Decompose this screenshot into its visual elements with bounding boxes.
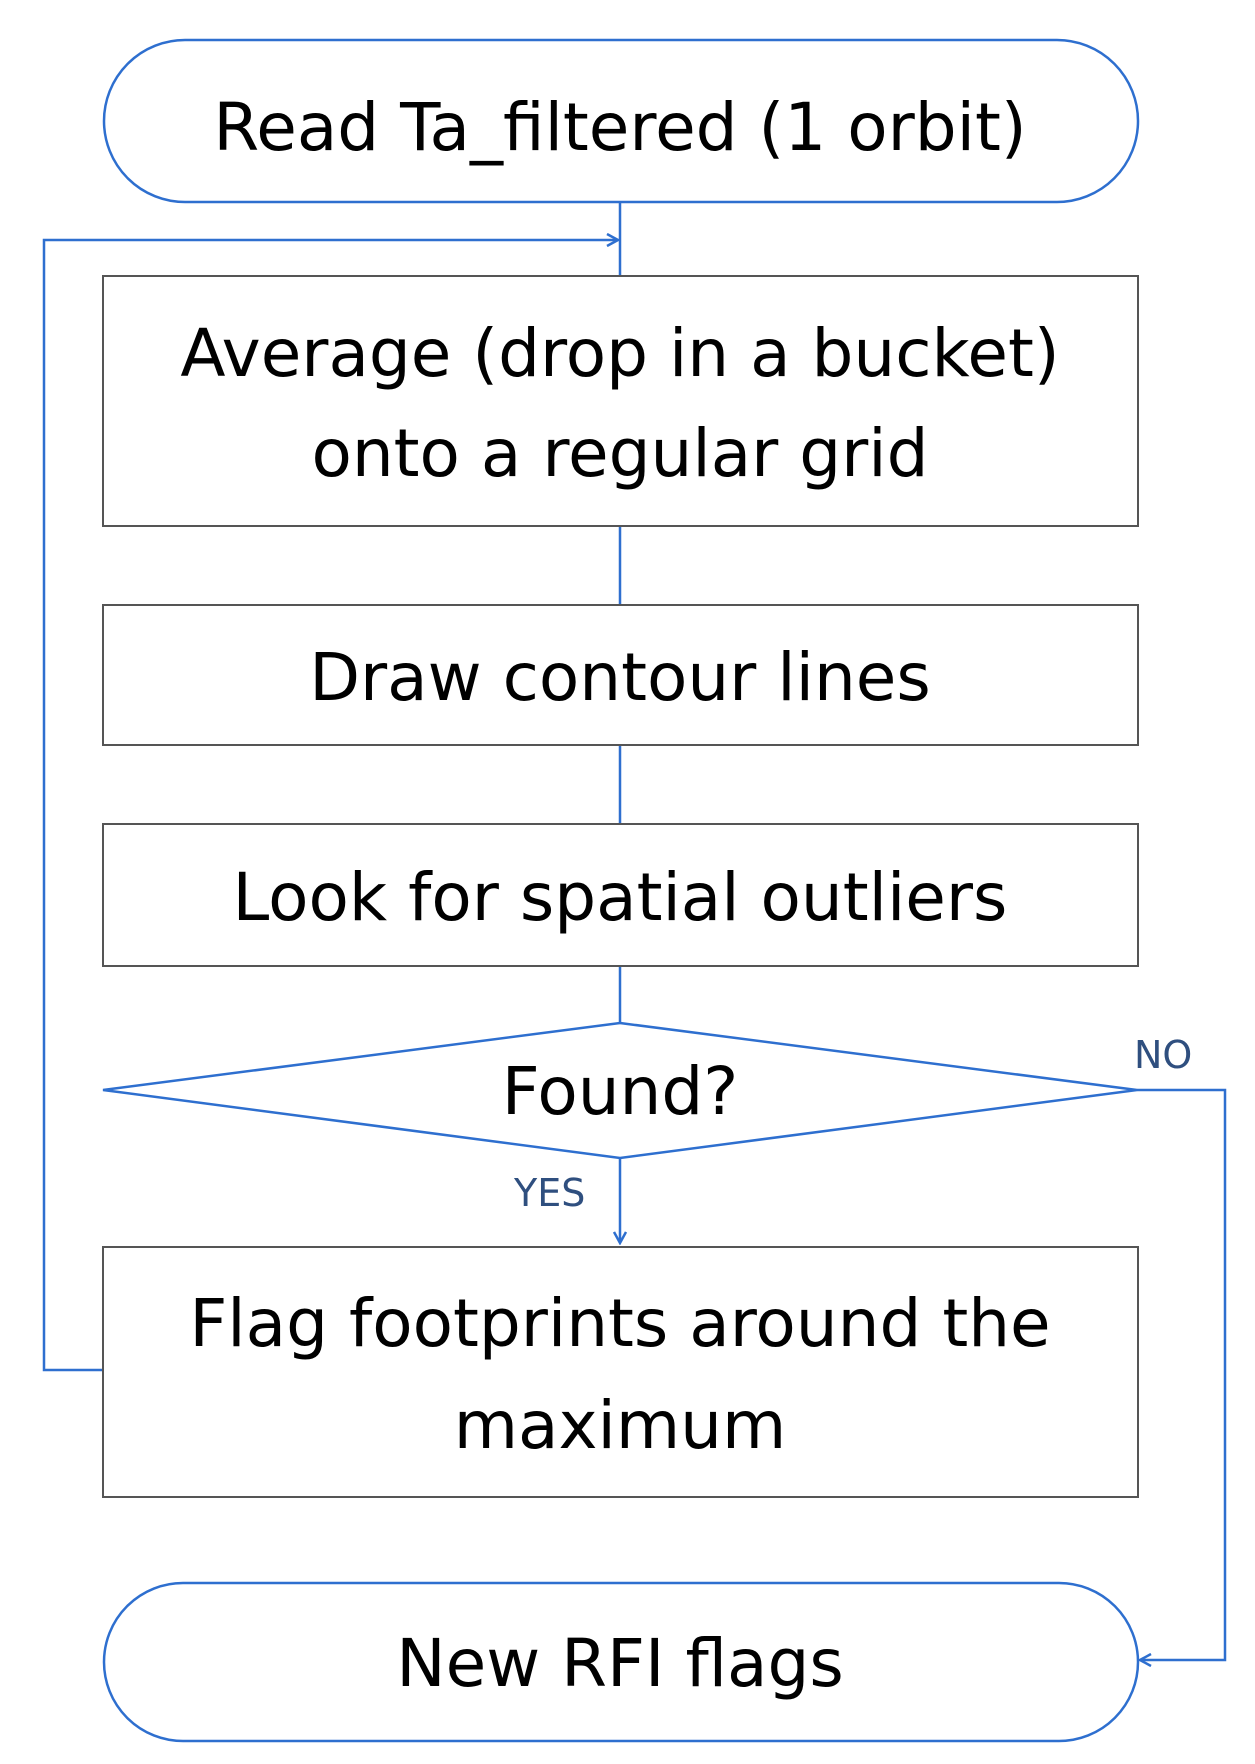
decision-diamond xyxy=(102,1021,1138,1160)
start-terminator-shape xyxy=(102,38,1140,204)
end-terminator-shape xyxy=(102,1581,1140,1743)
connector-loop-back-arrow xyxy=(42,240,618,1372)
yes-label: YES xyxy=(513,1171,585,1215)
node-start: Read Ta_filtered (1 orbit) xyxy=(102,38,1140,204)
outliers-label: Look for spatial outliers xyxy=(233,859,1008,936)
flag-label-line2: maximum xyxy=(454,1387,787,1464)
outliers-process-box xyxy=(102,823,1139,967)
start-label: Read Ta_filtered (1 orbit) xyxy=(213,89,1026,166)
node-contour: Draw contour lines xyxy=(102,604,1139,746)
flag-process-box xyxy=(102,1246,1139,1498)
decision-label: Found? xyxy=(502,1053,739,1130)
connector-no-arrow xyxy=(1137,1088,1227,1660)
node-flag: Flag footprints around the maximum xyxy=(102,1246,1139,1498)
contour-label: Draw contour lines xyxy=(309,639,931,716)
average-process-box xyxy=(102,275,1139,527)
flag-label-line1: Flag footprints around the xyxy=(189,1285,1050,1362)
no-label: NO xyxy=(1134,1033,1192,1077)
connectors xyxy=(42,196,1227,1660)
average-label-line2: onto a regular grid xyxy=(311,415,928,492)
node-outliers: Look for spatial outliers xyxy=(102,823,1139,967)
node-decision: Found? xyxy=(102,1021,1138,1160)
contour-process-box xyxy=(102,604,1139,746)
node-end: New RFI flags xyxy=(102,1581,1140,1743)
average-label-line1: Average (drop in a bucket) xyxy=(180,315,1059,392)
end-label: New RFI flags xyxy=(396,1625,844,1702)
node-average: Average (drop in a bucket) onto a regula… xyxy=(102,275,1139,527)
